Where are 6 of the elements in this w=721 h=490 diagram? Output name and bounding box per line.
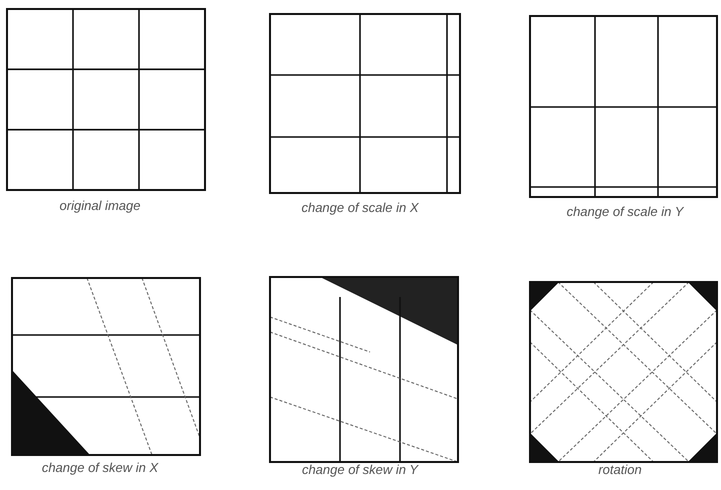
- caption: change of skew in Y: [302, 462, 418, 477]
- caption: rotation: [598, 462, 642, 477]
- caption: original image: [60, 198, 140, 213]
- caption: change of scale in X: [301, 200, 419, 215]
- caption: change of scale in Y: [566, 204, 684, 219]
- caption: change of skew in X: [42, 460, 158, 475]
